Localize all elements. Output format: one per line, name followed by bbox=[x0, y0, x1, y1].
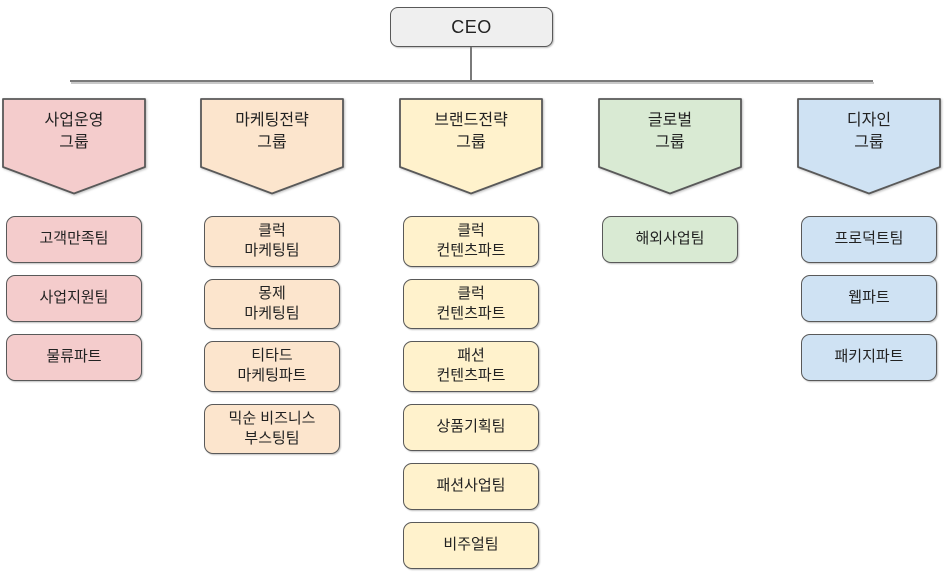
group-label: 디자인 그룹 bbox=[846, 112, 892, 151]
team-list-global: 해외사업팀 bbox=[598, 216, 742, 263]
team-box: 프로덕트팀 bbox=[801, 216, 937, 263]
pennant-shape bbox=[797, 98, 941, 195]
team-box: 클럭 컨텐츠파트 bbox=[403, 278, 539, 329]
pennant-shape bbox=[399, 98, 543, 195]
pennant-shape bbox=[598, 98, 742, 195]
team-box: 티타드 마케팅파트 bbox=[204, 341, 340, 392]
group-banner-business-operations: 사업운영 그룹 bbox=[2, 98, 146, 195]
pennant-shape bbox=[200, 98, 344, 195]
team-box: 클럭 컨텐츠파트 bbox=[403, 216, 539, 267]
pennant-shape bbox=[2, 98, 146, 195]
group-label: 브랜드전략 그룹 bbox=[434, 112, 508, 151]
group-banner-design: 디자인 그룹 bbox=[797, 98, 941, 195]
team-box: 상품기획팀 bbox=[403, 403, 539, 451]
team-box: 패키지파트 bbox=[801, 334, 937, 381]
groups-horizontal-connector bbox=[70, 80, 873, 82]
team-box: 사업지원팀 bbox=[6, 275, 142, 322]
ceo-vertical-connector bbox=[470, 47, 472, 81]
ceo-node: CEO bbox=[390, 7, 553, 47]
team-box: 믹순 비즈니스 부스팅팀 bbox=[204, 403, 340, 454]
group-banner-marketing-strategy: 마케팅전략 그룹 bbox=[200, 98, 344, 195]
team-box: 패션사업팀 bbox=[403, 462, 539, 510]
group-label: 글로벌 그룹 bbox=[647, 112, 693, 151]
group-label: 마케팅전략 그룹 bbox=[235, 112, 309, 151]
team-box: 해외사업팀 bbox=[602, 216, 738, 263]
team-box: 패션 컨텐츠파트 bbox=[403, 341, 539, 392]
ceo-label: CEO bbox=[451, 16, 492, 37]
team-box: 비주얼팀 bbox=[403, 521, 539, 569]
group-banner-brand-strategy: 브랜드전략 그룹 bbox=[399, 98, 543, 195]
team-box: 고객만족팀 bbox=[6, 216, 142, 263]
team-box: 클럭 마케팅팀 bbox=[204, 216, 340, 267]
team-box: 물류파트 bbox=[6, 334, 142, 381]
group-banner-global: 글로벌 그룹 bbox=[598, 98, 742, 195]
team-box: 웹파트 bbox=[801, 275, 937, 322]
group-label: 사업운영 그룹 bbox=[44, 112, 104, 151]
team-box: 몽제 마케팅팀 bbox=[204, 278, 340, 329]
